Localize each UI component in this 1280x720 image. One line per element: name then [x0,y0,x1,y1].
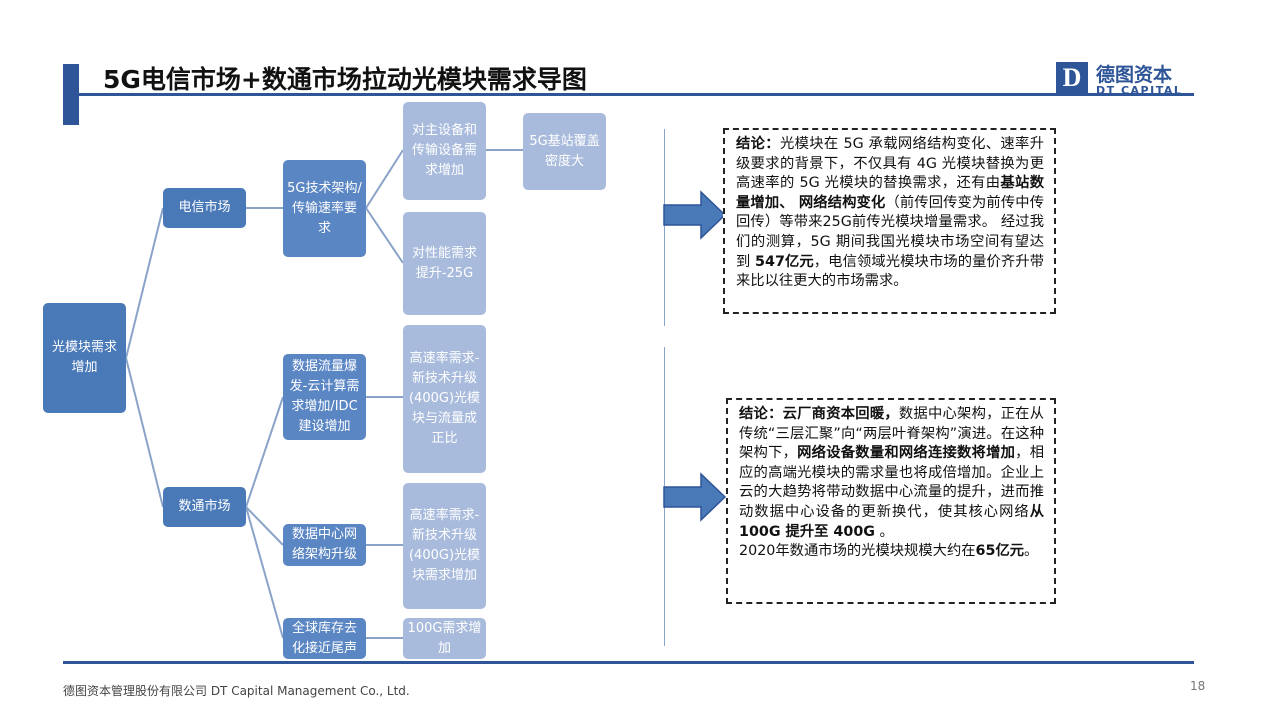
conclusion-text: 数据中心架构，正在从传统“三层汇聚”向“两层叶脊架构”演进。在这种架构下， [739,406,1045,462]
telecom-sub-need-node: 5G基站覆盖密度大 [523,113,606,190]
conclusion-highlight: 云厂商资本回暖， [782,406,899,422]
logo-text-en: DT CAPITAL [1096,84,1183,97]
logo-icon: D [1056,62,1088,94]
root-node: 光模块需求增加 [43,303,126,413]
datacom-need-node: 100G需求增加 [403,618,486,659]
conclusion-highlight: 65亿元 [975,543,1025,560]
conclusion-text: ，电信领域光模块市场的量价齐升带来比以往更大的市场需求。 [736,253,1045,290]
title-underline [79,93,1194,96]
conclusion-text: （前传回传变为前传中传回传）等带来25G前传光模块增量需求。 经过我们的测算，5… [736,194,1044,270]
connector-driver-need1 [365,149,404,209]
page-number: 18 [1190,679,1206,693]
conclusion-highlight: 网络设备数量和网络连接数将增加 [797,445,1016,462]
conclusion-highlight: 基站数量增加、 网络结构变化 [736,175,1045,211]
telecom-driver-node: 5G技术架构/传输速率要求 [283,160,366,257]
datacom-driver-node: 数据流量爆发-云计算需求增加/IDC建设增加 [283,354,366,440]
telecom-conclusion-box: 结论：光模块在 5G 承载网络结构变化、速率升级要求的背景下，不仅具有 4G 光… [723,128,1056,314]
conclusion-text: 。 [1024,543,1039,560]
conclusion-text: 光模块在 5G 承载网络结构变化、速率升级要求的背景下，不仅具有 4G 光模块替… [736,136,1045,192]
datacom-market-node: 数通市场 [163,487,246,527]
logo-text-cn: 德图资本 [1096,64,1173,86]
connector-root-telecom [125,207,164,359]
datacom-need-node: 高速率需求-新技术升级(400G)光模块与流量成正比 [403,325,486,473]
telecom-need-node: 对性能需求提升-25G [403,212,486,315]
separator-line-top [664,129,665,326]
connector-driver-need2 [365,207,404,264]
datacom-driver-node: 全球库存去化接近尾声 [283,618,366,659]
datacom-need-node: 高速率需求-新技术升级(400G)光模块需求增加 [403,483,486,609]
conclusion-highlight: 从 100G 提升至 400G [739,503,1044,540]
arrow-right-icon [663,472,727,522]
telecom-market-node: 电信市场 [163,188,246,228]
datacom-conclusion-box: 结论：云厂商资本回暖，数据中心架构，正在从传统“三层汇聚”向“两层叶脊架构”演进… [726,398,1056,604]
conclusion-text: 。 [875,523,894,540]
title-accent-bar [63,64,79,125]
footer-divider [63,661,1194,664]
telecom-need-node: 对主设备和传输设备需求增加 [403,102,486,200]
conclusion-text: 2020年数通市场的光模块规模大约在 [739,543,976,560]
arrow-right-icon [663,190,727,240]
connector-root-datacom [125,357,164,508]
footer-company: 德图资本管理股份有限公司 DT Capital Management Co., … [63,684,410,698]
conclusion-highlight: 547亿元 [755,253,814,270]
connector-datacom-driver1 [245,396,284,508]
page-title: 5G电信市场+数通市场拉动光模块需求导图 [103,65,587,94]
conclusion-label: 结论： [736,136,780,152]
connector-datacom-driver2 [245,506,284,546]
conclusion-label: 结论： [739,406,783,422]
conclusion-text: ，相应的高端光模块的需求量也将成倍增加。企业上云的大趋势将带动数据中心流量的提升… [739,445,1045,520]
connector-datacom-driver3 [245,506,284,639]
datacom-driver-node: 数据中心网络架构升级 [283,524,366,566]
